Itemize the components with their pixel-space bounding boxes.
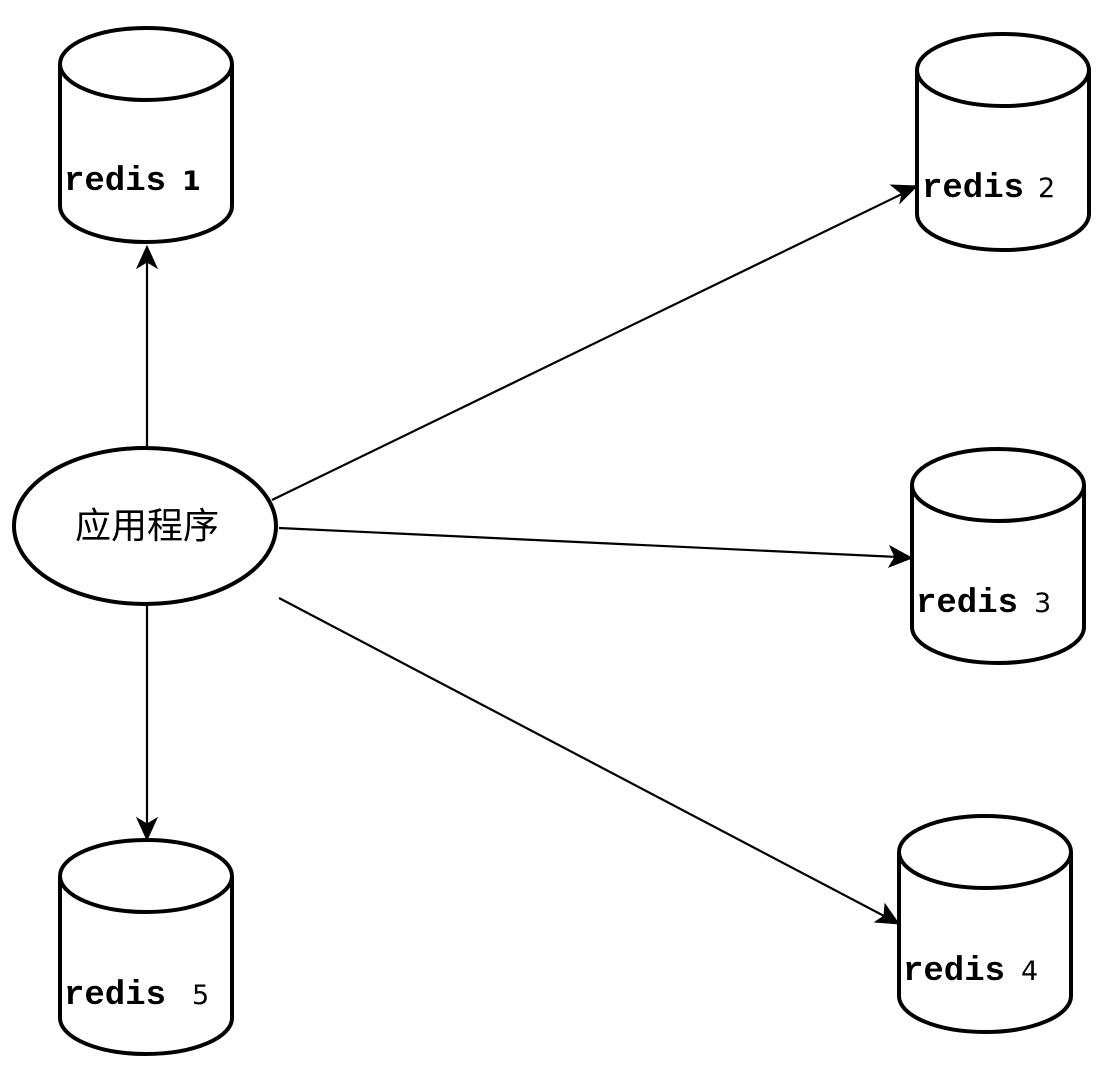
database-number: 2 xyxy=(1038,173,1055,204)
database-number: 1 xyxy=(182,166,201,197)
database-number: 3 xyxy=(1034,588,1051,619)
database-name: redis xyxy=(922,170,1024,208)
edge-app-to-redis-3 xyxy=(278,526,914,568)
database-name: redis xyxy=(916,585,1018,623)
database-node-redis-2: redis 2 xyxy=(915,32,1091,252)
app-label: 应用程序 xyxy=(75,506,219,547)
edge-app-to-redis-1 xyxy=(135,244,159,448)
arrowhead-icon xyxy=(873,902,901,925)
database-node-redis-4: redis 4 xyxy=(897,814,1073,1034)
database-label: redis 1 xyxy=(64,163,201,201)
edges xyxy=(135,184,919,925)
database-number: 4 xyxy=(1021,956,1038,987)
database-node-redis-5: redis 5 xyxy=(58,838,234,1056)
database-name: redis xyxy=(903,953,1005,991)
database-label: redis 3 xyxy=(916,585,1051,623)
database-label: redis 4 xyxy=(903,953,1038,991)
database-node-redis-3: redis 3 xyxy=(910,447,1086,665)
database-cylinder-icon xyxy=(58,26,234,244)
database-number: 5 xyxy=(192,980,209,1011)
edge-app-to-redis-4 xyxy=(278,597,901,925)
app-node: 应用程序 xyxy=(12,446,278,606)
arrowhead-icon xyxy=(889,184,919,205)
database-cylinder-icon xyxy=(910,447,1086,665)
arrowhead-icon xyxy=(135,816,159,842)
database-name: redis xyxy=(64,163,166,201)
database-name: redis xyxy=(64,977,166,1015)
database-node-redis-1: redis 1 xyxy=(58,26,234,244)
arrowhead-icon xyxy=(887,544,914,568)
database-cylinder-icon xyxy=(915,32,1091,252)
edge-app-to-redis-5 xyxy=(135,604,159,842)
database-cylinder-icon xyxy=(897,814,1073,1034)
edge-app-to-redis-2 xyxy=(271,184,919,501)
database-cylinder-icon xyxy=(58,838,234,1056)
database-label: redis 5 xyxy=(64,977,209,1015)
database-label: redis 2 xyxy=(922,170,1055,208)
arrowhead-icon xyxy=(135,244,159,270)
